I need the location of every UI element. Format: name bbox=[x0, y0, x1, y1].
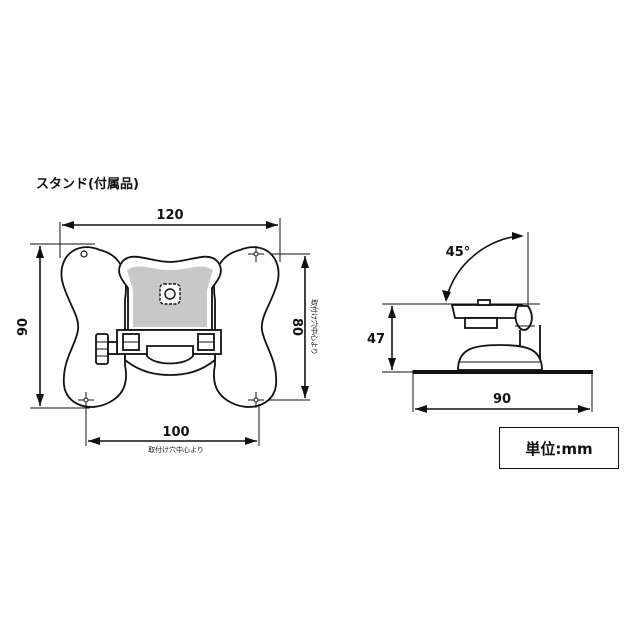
hole-height-note: 取付け穴中心より bbox=[310, 299, 319, 355]
side-view: 45° 47 90 bbox=[367, 232, 593, 413]
hole-width-note: 取付け穴中心より bbox=[148, 445, 204, 454]
hole-height-80-label: 80 bbox=[289, 318, 304, 336]
unit-label: 単位:mm bbox=[525, 439, 593, 458]
tilt-angle-label: 45° bbox=[446, 245, 471, 260]
front-view: 120 90 80 取付け穴中心より bbox=[16, 208, 319, 454]
diagram-title: スタンド(付属品) bbox=[36, 177, 139, 192]
unit-label-box: 単位:mm bbox=[499, 427, 619, 469]
width-120-label: 120 bbox=[156, 208, 183, 223]
height-90-label: 90 bbox=[16, 318, 31, 336]
height-47-label: 47 bbox=[367, 332, 385, 347]
base-width-90-label: 90 bbox=[493, 392, 511, 407]
hole-width-100-label: 100 bbox=[162, 425, 189, 440]
